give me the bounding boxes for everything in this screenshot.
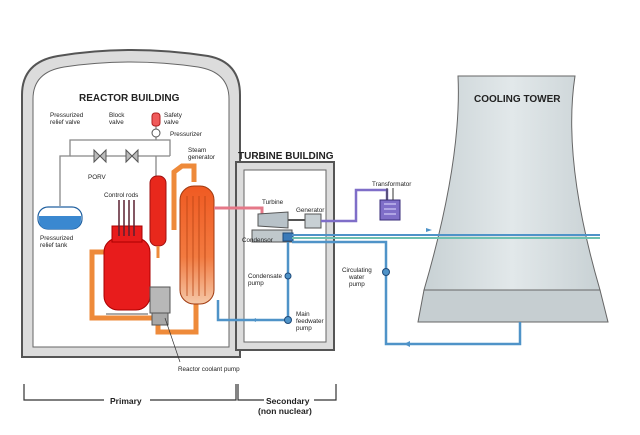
cooling-tower: [417, 75, 609, 323]
label-circulating-water-pump-2: water: [348, 274, 364, 281]
label-control-rods: Control rods: [104, 192, 138, 199]
label-secondary-1: Secondary: [266, 396, 310, 406]
label-condensate-pump-1: Condensate: [248, 273, 282, 280]
coolant-pump-leader: [164, 317, 181, 363]
label-porv: PORV: [88, 174, 107, 181]
label-block-valve-1: Block: [109, 112, 125, 119]
label-generator: Generator: [296, 207, 324, 214]
label-pressurized-relief-valve-1: Pressurized: [50, 112, 84, 119]
pressurizer-vessel: [149, 175, 167, 247]
condensor-coil: [282, 232, 294, 242]
label-transformator: Transformator: [372, 181, 411, 188]
label-main-feedwater-pump-2: feedwater: [296, 318, 324, 325]
label-steam-generator-2: generator: [188, 154, 215, 161]
main-feedwater-pump-icon: [284, 316, 292, 324]
label-primary: Primary: [110, 396, 142, 406]
label-circulating-water-pump-1: Circulating: [342, 267, 372, 274]
turbine-building: [235, 161, 335, 351]
label-circulating-water-pump-3: pump: [349, 281, 365, 288]
label-pressurized-relief-tank-1: Pressurized: [40, 235, 74, 242]
safety-valve-body: [151, 112, 161, 127]
turbine-building-title: TURBINE BUILDING: [238, 151, 334, 162]
label-block-valve-2: valve: [109, 119, 124, 126]
generator: [304, 213, 322, 229]
pressurized-relief-tank: [37, 206, 83, 230]
safety-valve-icon: [151, 128, 161, 138]
primary-bracket: [23, 384, 237, 401]
label-pressurized-relief-tank-2: relief tank: [40, 242, 68, 249]
porv-valve-icon: [93, 148, 107, 164]
cooling-tower-title: COOLING TOWER: [474, 94, 561, 105]
label-condensor: Condensor: [242, 237, 273, 244]
transformator: [379, 188, 401, 221]
label-reactor-coolant-pump: Reactor coolant pump: [178, 366, 240, 373]
label-pressurizer: Pressurizer: [170, 131, 202, 138]
condensate-pump-icon: [284, 272, 292, 280]
secondary-bracket: [237, 384, 337, 401]
circulating-water-pump-icon: [382, 268, 390, 276]
reactor-building-title: REACTOR BUILDING: [79, 93, 180, 104]
label-pressurized-relief-valve-2: relief valve: [50, 119, 81, 126]
label-safety-valve-2: valve: [164, 119, 179, 126]
label-turbine: Turbine: [262, 199, 284, 206]
feedwater-arrowhead: [252, 318, 256, 322]
label-main-feedwater-pump-3: pump: [296, 325, 312, 332]
steam-generator: [179, 185, 215, 305]
reactor-coolant-pump: [149, 286, 171, 326]
block-valve-icon: [125, 148, 139, 164]
return-arrowhead: [404, 341, 410, 347]
label-safety-valve-1: Safety: [164, 112, 183, 119]
supply-arrowhead: [426, 228, 432, 232]
label-condensate-pump-2: pump: [248, 280, 264, 287]
label-main-feedwater-pump-1: Main: [296, 311, 310, 318]
label-steam-generator-1: Steam: [188, 147, 206, 154]
control-rods: [118, 200, 135, 236]
circulating-water-loop: [292, 234, 600, 346]
label-secondary-2: (non nuclear): [258, 406, 312, 416]
turbine: [257, 211, 289, 229]
